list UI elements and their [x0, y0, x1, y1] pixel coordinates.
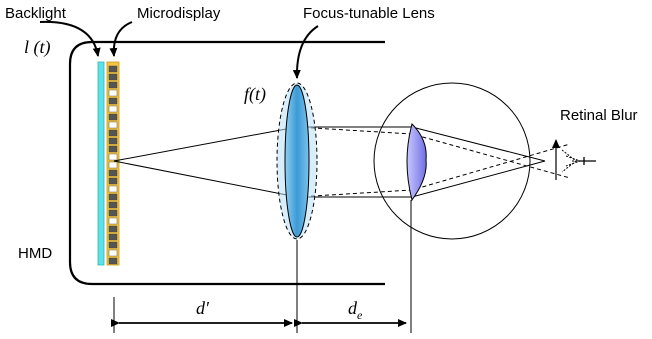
microdisplay-pixel	[108, 201, 118, 209]
microdisplay-pixel	[108, 177, 118, 185]
backlight-bar	[97, 61, 105, 266]
microdisplay-pixel	[108, 193, 118, 201]
microdisplay-pixel	[108, 89, 118, 97]
microdisplay-pixel	[108, 121, 118, 129]
hmd-label: HMD	[18, 245, 52, 262]
ray-lower-to-lens	[113, 160, 298, 198]
microdisplay-pixel	[108, 217, 118, 225]
microdisplay-pixel	[108, 225, 118, 233]
microdisplay-pixel	[108, 65, 118, 73]
d-e-label: de	[348, 298, 363, 322]
microdisplay-pixels	[108, 65, 118, 265]
microdisplay-pixel	[108, 249, 118, 257]
d-prime-label: d′	[196, 298, 210, 318]
lens-label: Focus-tunable Lens	[303, 5, 435, 22]
microdisplay-pixel	[108, 209, 118, 217]
microdisplay-pixel	[108, 97, 118, 105]
eye-globe	[373, 82, 531, 240]
microdisplay-pixel	[108, 153, 118, 161]
microdisplay-pixel	[108, 145, 118, 153]
hmd-housing	[68, 40, 385, 286]
microdisplay-pixel	[108, 241, 118, 249]
l-t-label: l (t)	[24, 37, 51, 58]
ray-upper-to-lens	[113, 126, 298, 162]
backlight-callout-arrow	[39, 20, 101, 57]
microdisplay-pixel	[108, 73, 118, 81]
microdisplay-pixel	[108, 257, 118, 265]
microdisplay-pixel	[108, 113, 118, 121]
microdisplay-pixel	[108, 233, 118, 241]
retinal-blur-label: Retinal Blur	[560, 107, 638, 124]
eye-lens	[406, 123, 427, 202]
focus-tunable-lens	[284, 84, 310, 238]
microdisplay-pixel	[108, 169, 118, 177]
f-t-label: f(t)	[244, 84, 266, 105]
microdisplay-pixel	[108, 137, 118, 145]
microdisplay-label: Microdisplay	[137, 5, 221, 22]
microdisplay-pixel	[108, 105, 118, 113]
microdisplay-pixel	[108, 185, 118, 193]
microdisplay-callout-arrow	[109, 21, 133, 57]
lens-callout-arrow	[292, 25, 319, 79]
retinal-blur-peak	[578, 157, 596, 165]
microdisplay-pixel	[108, 161, 118, 169]
backlight-label: Backlight	[5, 5, 67, 22]
microdisplay-pixel	[108, 129, 118, 137]
microdisplay-pixel	[108, 81, 118, 89]
